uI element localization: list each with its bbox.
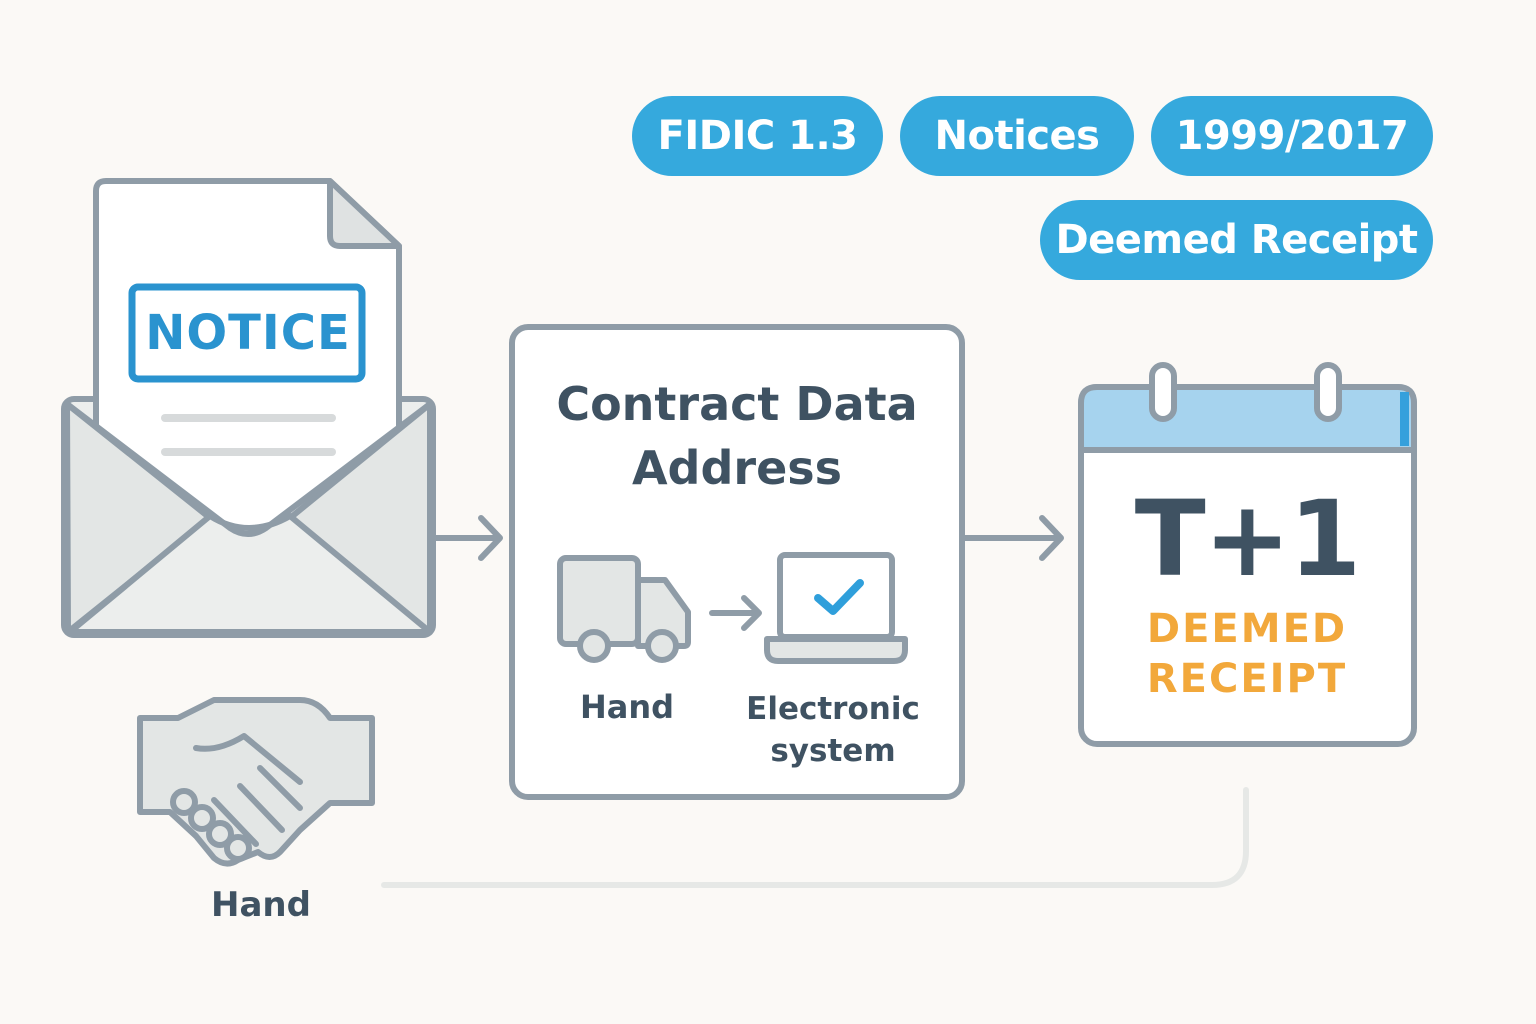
notice-stamp <box>128 283 366 383</box>
laptop-check-icon <box>764 552 908 664</box>
arrow-right-icon <box>961 515 1064 561</box>
truck-icon <box>557 555 691 663</box>
envelope-front <box>64 401 433 635</box>
tag-edition: 1999/2017 <box>1151 96 1433 176</box>
method-hand-label: Hand <box>579 688 675 726</box>
contract-data-title: Contract Data Address <box>556 377 918 495</box>
return-connector-line <box>381 787 1249 888</box>
handshake-icon <box>137 697 375 867</box>
calendar-value: T+1 <box>1134 478 1361 600</box>
tag-fidic: FIDIC 1.3 <box>632 96 883 176</box>
calendar-caption: DEEMED RECEIPT <box>1146 606 1348 702</box>
small-arrow-icon <box>709 595 762 631</box>
contract-data-box <box>509 324 965 800</box>
tag-deemed-receipt: Deemed Receipt <box>1040 200 1433 280</box>
handshake-label: Hand <box>211 885 311 925</box>
tag-notices: Notices <box>900 96 1134 176</box>
notice-label: NOTICE <box>145 305 351 361</box>
calendar-icon <box>1078 362 1417 747</box>
arrow-right-icon <box>433 515 503 561</box>
method-electronic-label: Electronic system <box>746 691 920 769</box>
document-icon <box>93 178 402 543</box>
